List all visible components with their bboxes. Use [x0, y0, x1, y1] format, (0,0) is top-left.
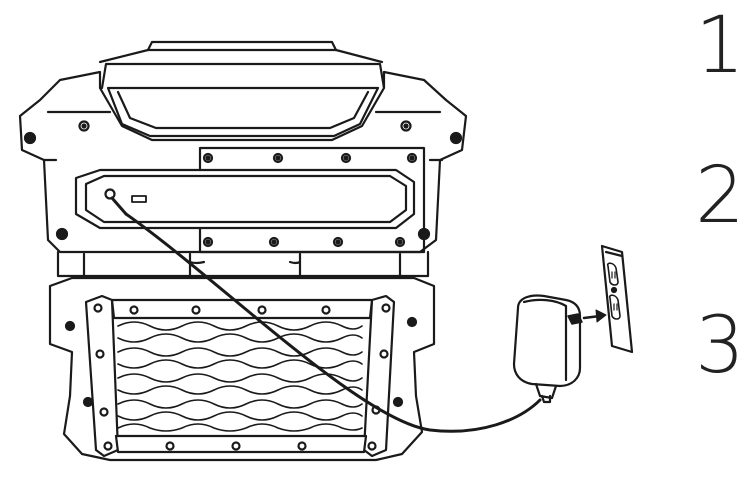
- power-cable: [110, 196, 542, 433]
- step-number-3: 3: [695, 301, 745, 391]
- grille-frame: [84, 294, 396, 458]
- upper-base: [56, 250, 430, 278]
- speaker-grille-mesh: [117, 321, 363, 432]
- insert-arrow-icon: [582, 309, 607, 323]
- port-bay: [74, 168, 416, 230]
- step-number-1: 1: [695, 1, 745, 91]
- wall-outlet: [600, 244, 634, 354]
- step-number-2: 2: [695, 151, 745, 241]
- dc-input-jack: [104, 188, 116, 200]
- carry-handle: [98, 40, 386, 138]
- ac-power-adapter: [512, 294, 583, 404]
- usb-port: [131, 195, 147, 203]
- speaker-unit: [18, 40, 468, 462]
